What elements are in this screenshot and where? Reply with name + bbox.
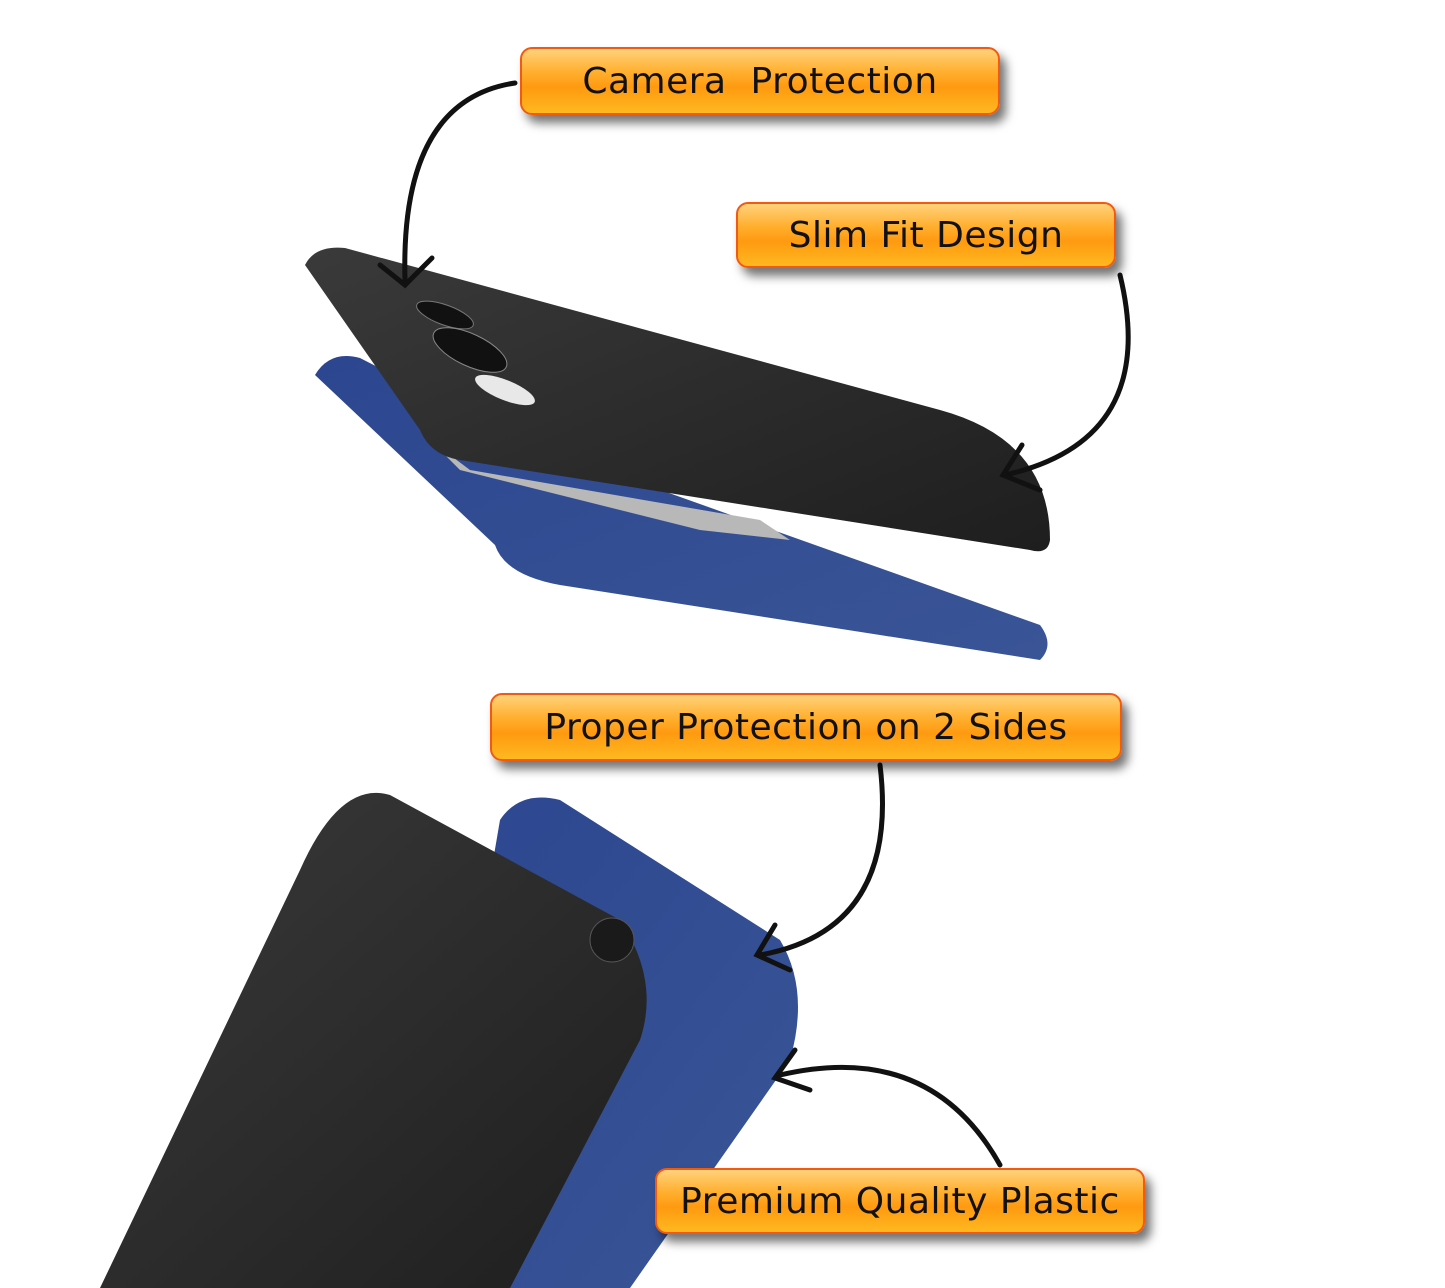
camera-cutout <box>416 300 474 330</box>
black-case-bottom <box>100 792 647 1288</box>
flash-cutout <box>475 374 535 406</box>
phone-edge <box>430 440 790 540</box>
premium-quality-plastic-label: Premium Quality Plastic <box>655 1168 1145 1234</box>
black-case-top <box>305 247 1050 552</box>
camera-cutout-bottom <box>589 917 635 963</box>
proper-protection-label: Proper Protection on 2 Sides <box>490 693 1122 761</box>
arrows <box>377 80 1131 1168</box>
camera-lens <box>432 327 508 373</box>
camera-protection-label: Camera Protection <box>520 47 1000 115</box>
slim-fit-design-label: Slim Fit Design <box>736 202 1116 268</box>
